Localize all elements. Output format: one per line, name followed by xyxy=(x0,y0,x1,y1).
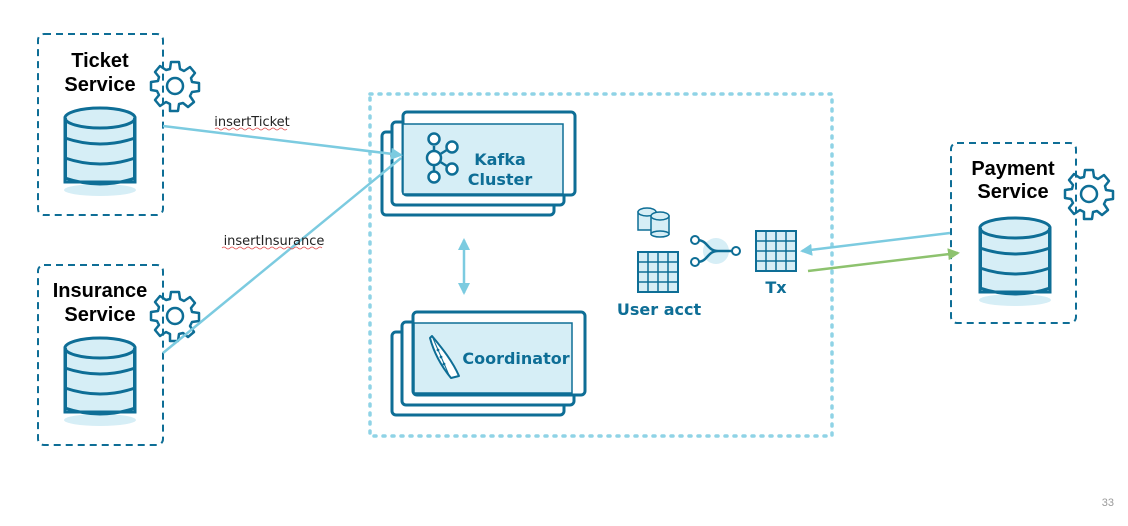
kafka-cluster-label-line2: Cluster xyxy=(468,170,533,189)
slide-number: 33 xyxy=(1102,497,1114,509)
user-acct-label: User acct xyxy=(617,300,702,319)
coordinator-label: Coordinator xyxy=(462,349,569,368)
insurance-service-title-line2: Service xyxy=(64,304,135,326)
ticket-service: Ticket Service xyxy=(37,33,201,216)
spellcheck-underline xyxy=(214,127,288,131)
database-icon xyxy=(62,336,138,428)
ticket-service-title-line2: Service xyxy=(64,74,135,96)
gear-icon xyxy=(1063,168,1115,221)
insurance-service-title-line1: Insurance xyxy=(53,280,147,302)
payment-to-tx-arrow xyxy=(800,231,951,256)
coordinator-node: Coordinator xyxy=(390,310,587,417)
insert-ticket-arrow xyxy=(162,124,403,160)
kafka-icon xyxy=(425,132,459,184)
payment-service-title-line1: Payment xyxy=(971,158,1055,180)
insert-ticket-label: insertTicket xyxy=(214,115,290,130)
insurance-service: Insurance Service xyxy=(37,264,201,446)
stream-processor-icon xyxy=(690,235,741,267)
ticket-service-title-line1: Ticket xyxy=(71,50,129,72)
tx-label: Tx xyxy=(765,278,787,297)
cylinder-icon xyxy=(637,207,670,238)
kafka-cluster-label-line1: Kafka xyxy=(474,150,526,169)
database-icon xyxy=(62,106,138,198)
tx-to-payment-arrow xyxy=(807,248,960,273)
gear-icon xyxy=(149,60,201,113)
tx-group: Tx xyxy=(755,230,797,297)
gear-icon xyxy=(149,290,201,343)
insurance-service-box xyxy=(37,264,164,446)
ticket-service-box xyxy=(37,33,164,216)
boat-icon xyxy=(429,335,460,379)
insert-insurance-label: insertInsurance xyxy=(224,234,325,249)
table-icon xyxy=(637,251,679,293)
cluster-boundary xyxy=(368,92,834,438)
table-icon xyxy=(755,230,797,272)
user-acct-group: User acct xyxy=(617,207,702,319)
kafka-cluster-node: Kafka Cluster xyxy=(380,110,577,217)
payment-service-title-line2: Service xyxy=(977,181,1048,203)
payment-service: Payment Service xyxy=(950,142,1115,324)
database-icon xyxy=(977,216,1053,308)
payment-service-box xyxy=(950,142,1077,324)
insert-insurance-arrow xyxy=(162,157,402,354)
spellcheck-underline xyxy=(221,246,323,250)
